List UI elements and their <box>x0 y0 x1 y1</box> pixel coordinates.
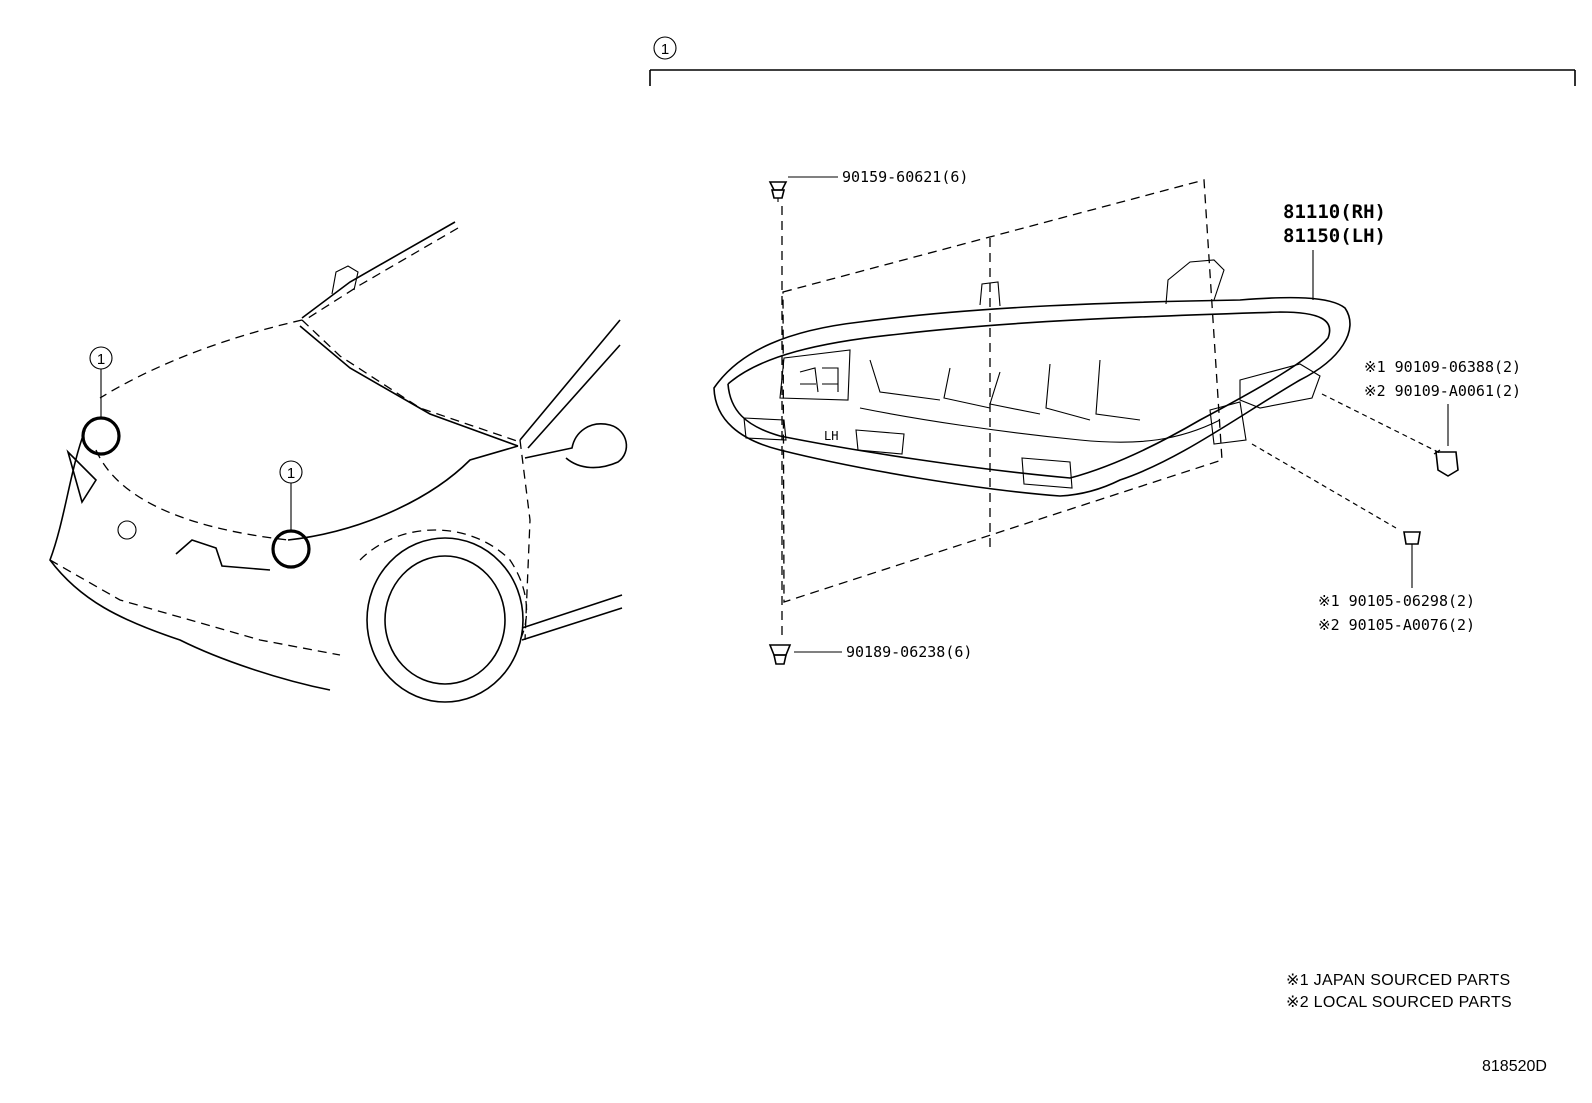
note-local: ※2 LOCAL SOURCED PARTS <box>1286 994 1512 1011</box>
lamp-side-marking: LH <box>824 429 838 443</box>
left-headlamp-marker <box>81 416 121 456</box>
right-headlamp-marker <box>271 529 311 569</box>
assembly-bracket: 1 <box>649 36 1576 86</box>
bolt-japan-part-number: ※1 90105-06298(2) <box>1318 592 1475 610</box>
upper-clip: 90159-60621(6) <box>768 168 968 640</box>
upper-clip-icon <box>768 181 788 191</box>
bolt-icon <box>1403 531 1421 545</box>
lower-clip-part-number: 90189-06238(6) <box>846 643 972 661</box>
headlamp-lh-part-number: 81150(LH) <box>1283 225 1386 247</box>
bolt: ※1 90105-06298(2) ※2 90105-A0076(2) <box>1251 443 1475 634</box>
nut: ※1 90109-06388(2) ※2 90109-A0061(2) <box>1321 358 1521 477</box>
car-callout-right: 1 <box>271 460 311 569</box>
lower-clip-icon <box>768 644 792 656</box>
sourcing-notes: ※1 JAPAN SOURCED PARTS ※2 LOCAL SOURCED … <box>1286 972 1512 1011</box>
nut-local-part-number: ※2 90109-A0061(2) <box>1364 382 1521 400</box>
note-japan: ※1 JAPAN SOURCED PARTS <box>1286 972 1511 989</box>
svg-text:1: 1 <box>287 465 295 482</box>
headlamp-rh-part-number: 81110(RH) <box>1283 201 1386 223</box>
bolt-local-part-number: ※2 90105-A0076(2) <box>1318 616 1475 634</box>
top-callout-circle <box>653 36 677 60</box>
nut-icon <box>1435 451 1459 477</box>
svg-text:1: 1 <box>97 351 105 368</box>
lower-clip: 90189-06238(6) <box>768 643 972 665</box>
vehicle-front-drawing <box>49 221 628 703</box>
upper-clip-part-number: 90159-60621(6) <box>842 168 968 186</box>
headlamp-assembly-drawing: LH <box>713 179 1351 603</box>
car-callout-left: 1 <box>81 346 121 456</box>
top-callout-number: 1 <box>661 41 669 58</box>
diagram-reference-number: 818520D <box>1482 1058 1547 1075</box>
nut-japan-part-number: ※1 90109-06388(2) <box>1364 358 1521 376</box>
